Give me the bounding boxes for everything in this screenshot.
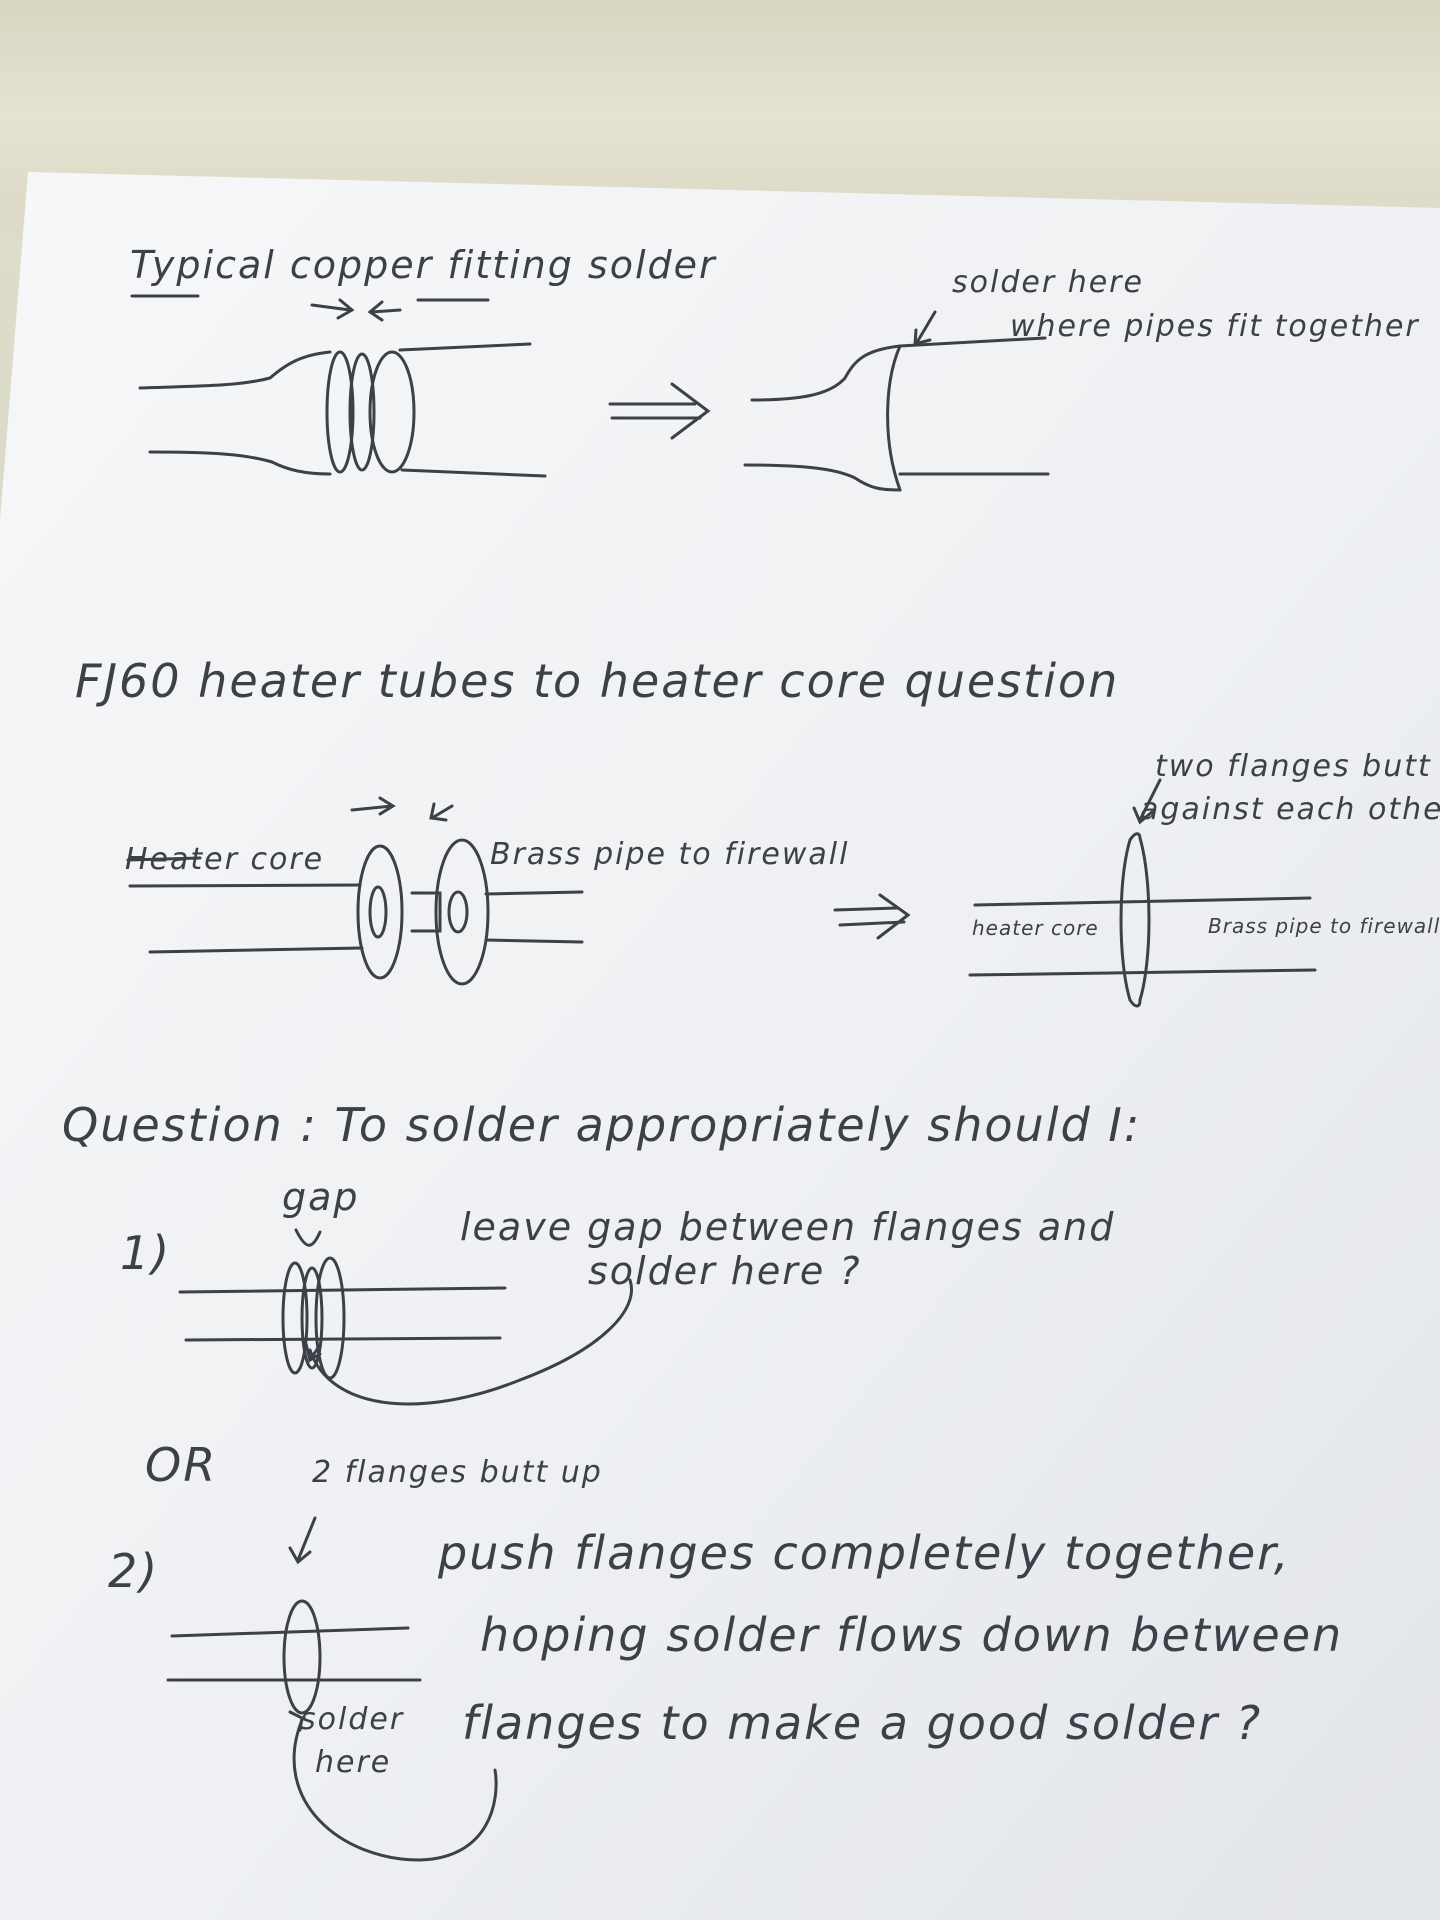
option2-here-label: here (315, 1745, 392, 1780)
soldered-fitting-sketch (743, 310, 1050, 492)
question-prompt: Question : To solder appropriately shoul… (62, 1098, 1142, 1152)
brass-pipe-small-label: Brass pipe to firewall (1208, 914, 1440, 938)
option1-sketch (178, 1228, 633, 1406)
option1-number: 1) (120, 1226, 172, 1280)
against-each-other-note: against each other (1140, 792, 1440, 827)
flanges-butt-note: two flanges butt up (1155, 749, 1440, 784)
option2-sketch (166, 1516, 498, 1862)
heater-core-label: Heater core (125, 842, 325, 877)
option2-text-line1: push flanges completely together, (438, 1526, 1291, 1580)
option1-text-line2: solder here ? (588, 1249, 862, 1293)
option1-text-line1: leave gap between flanges and (460, 1205, 1116, 1249)
or-label: OR (145, 1438, 218, 1492)
heater-core-small-label: heater core (972, 916, 1099, 940)
option2-solder-label: solder (300, 1702, 405, 1737)
copper-fitting-sketch (130, 294, 547, 478)
option2-number: 2) (108, 1544, 160, 1598)
option2-text-line2: hoping solder flows down between (480, 1608, 1344, 1662)
option2-text-line3: flanges to make a good solder ? (462, 1696, 1263, 1750)
heater-tube-sketch (126, 796, 584, 986)
butted-flanges-sketch (968, 778, 1317, 1008)
arrow-1 (608, 382, 711, 440)
arrow-2 (833, 893, 911, 940)
solder-here-note: solder here (952, 265, 1144, 300)
gap-label: gap (282, 1175, 360, 1219)
brass-pipe-label: Brass pipe to firewall (490, 837, 850, 872)
section1-title: Typical copper fitting solder (130, 243, 717, 287)
two-flanges-label: 2 flanges butt up (312, 1455, 603, 1490)
where-pipes-fit-note: where pipes fit together (1010, 309, 1420, 344)
section2-title: FJ60 heater tubes to heater core questio… (75, 654, 1120, 708)
